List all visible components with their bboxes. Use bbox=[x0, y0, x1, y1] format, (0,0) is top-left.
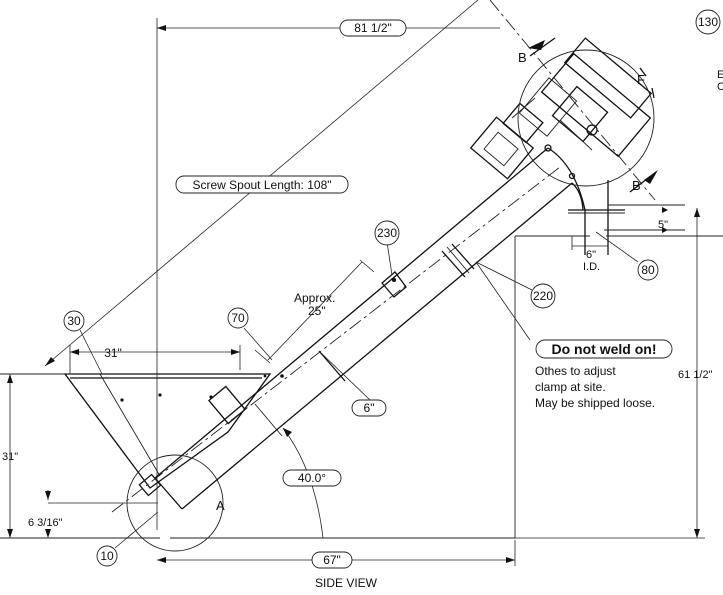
dimension-lines bbox=[7, 0, 705, 566]
balloon-70: 70 bbox=[227, 307, 249, 329]
dim-hopper-width: 31" bbox=[104, 346, 122, 360]
svg-text:6": 6" bbox=[364, 401, 375, 415]
balloon-80: 80 bbox=[637, 259, 659, 281]
balloon-30: 30 bbox=[63, 310, 85, 332]
dim-spout-offset: 5" bbox=[658, 219, 668, 231]
svg-text:30: 30 bbox=[67, 314, 81, 328]
dim-angle: 40.0° bbox=[282, 469, 342, 487]
edge-fragment-2: C bbox=[717, 81, 723, 93]
dim-low-offset: 6 3/16" bbox=[28, 517, 63, 529]
dim-pipe-diameter: 6" bbox=[351, 399, 387, 417]
svg-text:40.0°: 40.0° bbox=[298, 471, 326, 485]
svg-text:130: 130 bbox=[698, 15, 718, 29]
note-line-1: Othes to adjust bbox=[535, 364, 616, 378]
dim-81-half: 81 1/2" bbox=[339, 19, 407, 37]
note-line-2: clamp at site. bbox=[535, 380, 606, 394]
balloon-220: 220 bbox=[530, 283, 556, 309]
dim-base-length: 67" bbox=[311, 551, 353, 569]
section-mark-b-top: B bbox=[518, 50, 527, 65]
svg-text:220: 220 bbox=[533, 289, 553, 303]
detail-circle-f bbox=[517, 49, 655, 187]
svg-text:70: 70 bbox=[231, 311, 245, 325]
balloon-130: 130 bbox=[695, 9, 721, 35]
discharge-spout bbox=[568, 180, 685, 255]
dim-spout-id-size: 6" bbox=[586, 249, 596, 261]
hopper bbox=[63, 373, 284, 497]
svg-text:230: 230 bbox=[377, 226, 397, 240]
note-line-3: May be shipped loose. bbox=[535, 396, 655, 410]
dim-spout-id-label: I.D. bbox=[583, 261, 600, 273]
section-mark-b-bottom: B bbox=[632, 178, 641, 193]
section-mark-a: A bbox=[216, 498, 225, 513]
svg-text:81 1/2": 81 1/2" bbox=[354, 21, 392, 35]
svg-text:Do not weld on!: Do not weld on! bbox=[552, 341, 657, 357]
approx-label: Approx. bbox=[294, 291, 335, 305]
section-mark-f: F bbox=[637, 72, 645, 87]
svg-text:67": 67" bbox=[323, 553, 341, 567]
svg-text:80: 80 bbox=[641, 263, 655, 277]
weld-warning-note: Do not weld on! bbox=[535, 339, 673, 359]
view-title: SIDE VIEW bbox=[315, 576, 378, 590]
dim-overall-height: 61 1/2" bbox=[678, 369, 713, 381]
dim-screw-spout-length: Screw Spout Length: 108" bbox=[175, 175, 349, 194]
drive-assembly bbox=[469, 37, 653, 180]
balloon-10: 10 bbox=[96, 545, 118, 567]
svg-text:10: 10 bbox=[100, 549, 114, 563]
section-line-b bbox=[489, 0, 658, 201]
dim-hopper-height: 31" bbox=[2, 451, 18, 463]
svg-text:Screw Spout Length: 108": Screw Spout Length: 108" bbox=[192, 178, 331, 192]
frame-lines bbox=[0, 235, 723, 539]
screw-tube bbox=[111, 147, 586, 513]
edge-fragment-1: E bbox=[717, 69, 723, 81]
approx-value: 25" bbox=[308, 304, 326, 318]
balloon-230: 230 bbox=[374, 220, 400, 246]
